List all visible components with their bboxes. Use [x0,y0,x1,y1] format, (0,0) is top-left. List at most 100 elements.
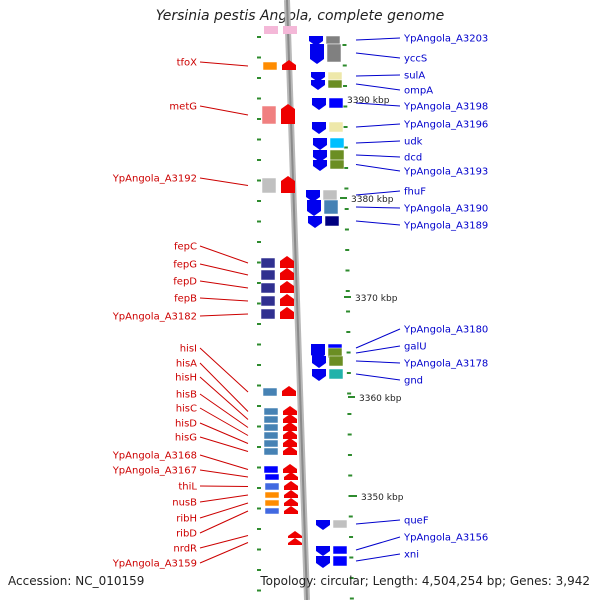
gene-arrow [283,430,297,439]
gene-label: YpAngola_A3156 [403,533,488,544]
gene-ypangola-a3156: YpAngola_A3156 [316,533,488,556]
gene-label: YpAngola_A3182 [112,312,197,323]
gene-feature-block [329,137,345,149]
minor-tick [343,105,348,108]
gene-arrow [310,44,324,64]
gene-arrow [283,438,297,447]
gene-feature-block [322,189,338,201]
gene-connector [199,469,249,478]
gene-arrow [306,190,320,202]
gene-ribh: ribH [176,498,298,525]
minor-tick [343,126,348,128]
gene-arrow [316,556,330,568]
minor-tick [257,36,261,38]
gene-arrow [284,481,298,490]
gene-fepb: fepB [174,294,294,307]
minor-tick [346,351,351,354]
gene-label: YpAngola_A3168 [112,451,197,462]
minor-tick [257,446,261,448]
gene-ypangola-a3159: YpAngola_A3159 [112,538,302,570]
gene-label: xni [404,550,419,561]
minor-tick [347,433,352,436]
gene-arrow [311,80,325,90]
gene-arrow [283,414,297,423]
gene-ypangola-a3193: YpAngola_A3193 [313,159,488,178]
gene-label: nrdR [173,544,197,555]
gene-arrow [281,176,295,193]
minor-tick [257,487,261,489]
gene-connector [199,347,249,393]
minor-tick [257,179,261,182]
gene-label: sulA [404,71,425,82]
gene-label: YpAngola_A3180 [403,325,488,336]
gene-label: metG [169,102,197,113]
gene-arrow [282,60,296,70]
gene-connector [199,280,249,289]
minor-tick [342,64,347,67]
gene-connector [355,102,401,107]
gene-arrow [283,406,297,415]
gene-arrow [316,546,330,556]
gene-feature-block [264,26,278,34]
minor-tick [257,384,261,387]
gene-feature-block [260,295,276,307]
gene-feature-block [264,473,280,481]
gene-ypangola-a3190: YpAngola_A3190 [307,199,488,216]
gene-label: gnd [404,376,423,387]
gene-connector [199,542,249,564]
minor-tick [344,167,349,169]
gene-label: hisA [176,359,197,370]
minor-tick [257,589,261,592]
minor-tick [345,290,350,292]
gene-ypangola-a3189: YpAngola_A3189 [308,215,488,232]
gene-label: fepG [173,260,197,271]
major-tick [348,396,355,398]
gene-fepd: fepD [173,277,294,294]
gene-hisd: hisD [175,419,297,448]
gene-fepc: fepC [174,242,294,269]
minor-tick [344,228,349,231]
gene-label: ompA [404,86,433,97]
ruler-tick-label: 3380 kbp [351,195,394,205]
gene-label: galU [404,342,427,353]
gene-ypangola-a3167: YpAngola_A3167 [112,466,298,481]
backbone-core [286,0,308,600]
ruler-tick-label: 3390 kbp [347,96,390,106]
gene-arrow [280,307,294,319]
gene-arrow [313,138,327,150]
minor-tick [257,405,261,407]
gene-arrow [284,472,298,480]
gene-connector [355,553,401,562]
topology-label: Topology: circular; Length: 4,504,254 bp… [260,574,590,588]
gene-feature-block [261,105,277,125]
gene-connector [355,328,401,349]
gene-metg: metG [169,102,295,125]
gene-arrow [313,150,327,162]
gene-feature-block [260,257,276,269]
gene-feature-block [263,465,279,474]
minor-tick [343,85,348,87]
gene-label: nusB [172,498,197,509]
gene-arrow [284,490,298,498]
gene-connector [355,154,401,158]
gene-connector [199,393,249,428]
gene-connector [199,263,249,276]
minor-tick [343,146,348,149]
gene-arrow [281,104,295,124]
gene-label: YpAngola_A3178 [403,359,488,370]
gene-connector [355,123,401,128]
minor-tick [257,302,261,305]
gene-feature-block [324,215,340,227]
gene-arrow [307,200,321,216]
gene-connector [199,61,249,67]
minor-tick [349,536,354,538]
gene-label: udk [404,137,423,148]
gene-feature-block [328,121,344,133]
gene-feature-block [263,439,279,448]
gene-label: YpAngola_A3189 [403,221,488,232]
gene-connector [199,362,249,412]
gene-feature-block [332,555,348,567]
gene-feature-block [283,26,297,34]
minor-tick [346,372,351,374]
gene-arrow [280,281,294,293]
